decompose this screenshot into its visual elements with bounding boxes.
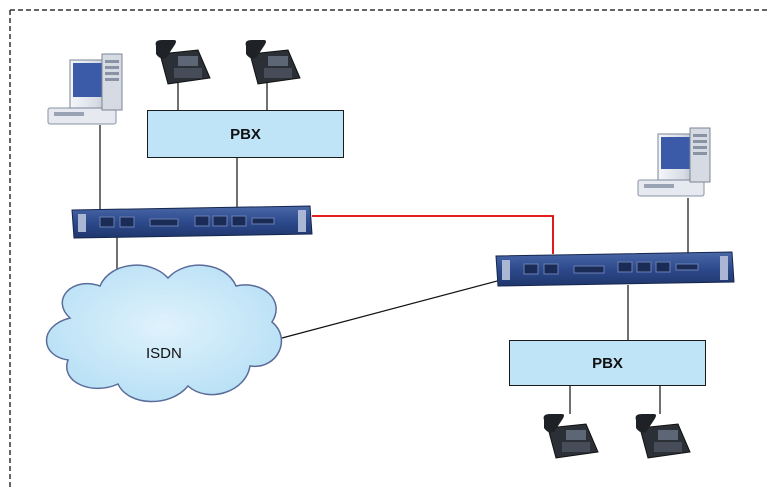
isdn-cloud-label: ISDN — [146, 345, 182, 362]
computer-right-icon — [637, 127, 711, 197]
pbx-box-bottom: PBX — [509, 340, 706, 386]
phone-top-1-icon — [155, 40, 211, 85]
phone-bottom-1-icon — [543, 414, 599, 459]
pbx-box-top: PBX — [147, 110, 344, 158]
phone-bottom-2-icon — [635, 414, 691, 459]
gateway-device-right-icon — [495, 251, 735, 287]
phone-top-2-icon — [245, 40, 301, 85]
pbx-bottom-label: PBX — [592, 354, 623, 372]
link-device-left-to-device-right-red — [312, 215, 554, 254]
pbx-top-label: PBX — [230, 125, 261, 143]
computer-left-icon — [47, 53, 123, 125]
isdn-cloud-shape — [45, 264, 283, 403]
link-cloud-to-device-right — [281, 274, 521, 339]
gateway-device-left-icon — [71, 205, 313, 239]
